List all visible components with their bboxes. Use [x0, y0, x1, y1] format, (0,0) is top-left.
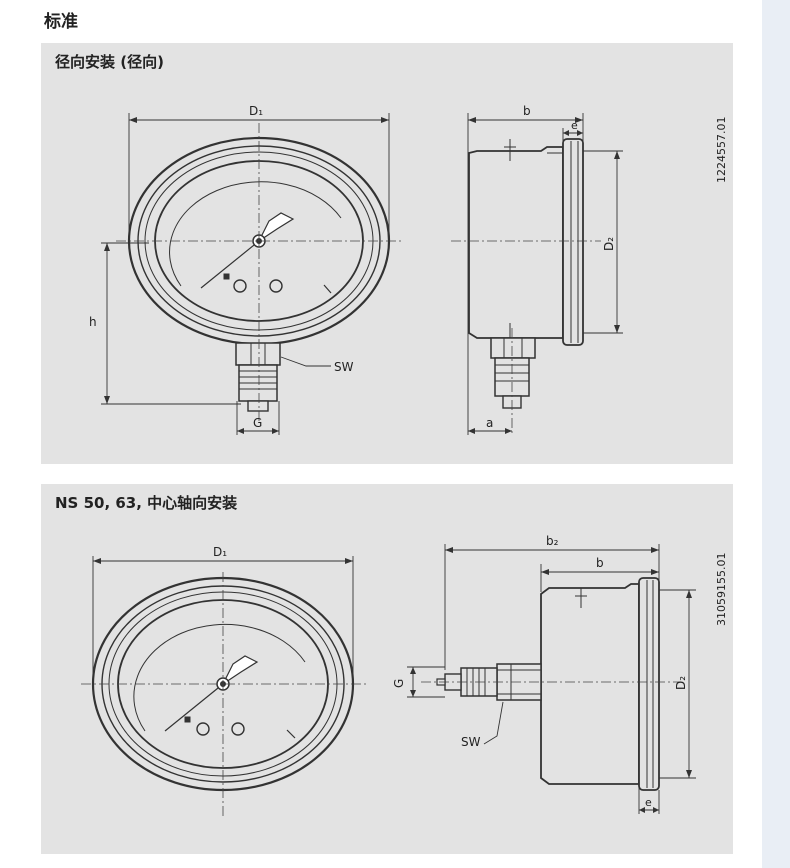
front-g-label: G: [253, 416, 262, 430]
side-a-label: a: [486, 416, 493, 430]
page-heading: 标准: [44, 12, 78, 32]
axial-g-label: G: [392, 679, 406, 688]
front-sw-label: SW: [334, 360, 354, 374]
drawing-code-2: 31059155.01: [715, 553, 728, 626]
front-d1-label: D₁: [249, 104, 263, 118]
axial-mount-panel: D₁: [41, 484, 733, 854]
radial-mount-panel: D₁ h SW G: [41, 43, 733, 464]
axial-d2-label: D₂: [674, 676, 688, 690]
side-view-gauge-axial: [436, 577, 660, 791]
axial-b-label: b: [596, 556, 604, 570]
axial-d1-label: D₁: [213, 545, 227, 559]
h-label: h: [89, 315, 97, 329]
radial-mount-drawing: D₁ h SW G: [89, 104, 728, 435]
side-e-label: e: [571, 119, 578, 132]
side-d2-label: D₂: [602, 237, 616, 251]
radial-mount-title: 径向安装 (径向): [55, 53, 164, 71]
axial-mount-drawing: D₁: [81, 534, 728, 819]
axial-mount-title: NS 50, 63, 中心轴向安装: [55, 494, 238, 512]
side-b-label: b: [523, 104, 531, 118]
axial-e-label: e: [645, 796, 652, 809]
drawing-code-1: 1224557.01: [715, 117, 728, 183]
right-margin: [762, 0, 790, 868]
axial-b2-label: b₂: [546, 534, 559, 548]
side-view-gauge: [468, 138, 584, 409]
axial-sw-label: SW: [461, 735, 481, 749]
